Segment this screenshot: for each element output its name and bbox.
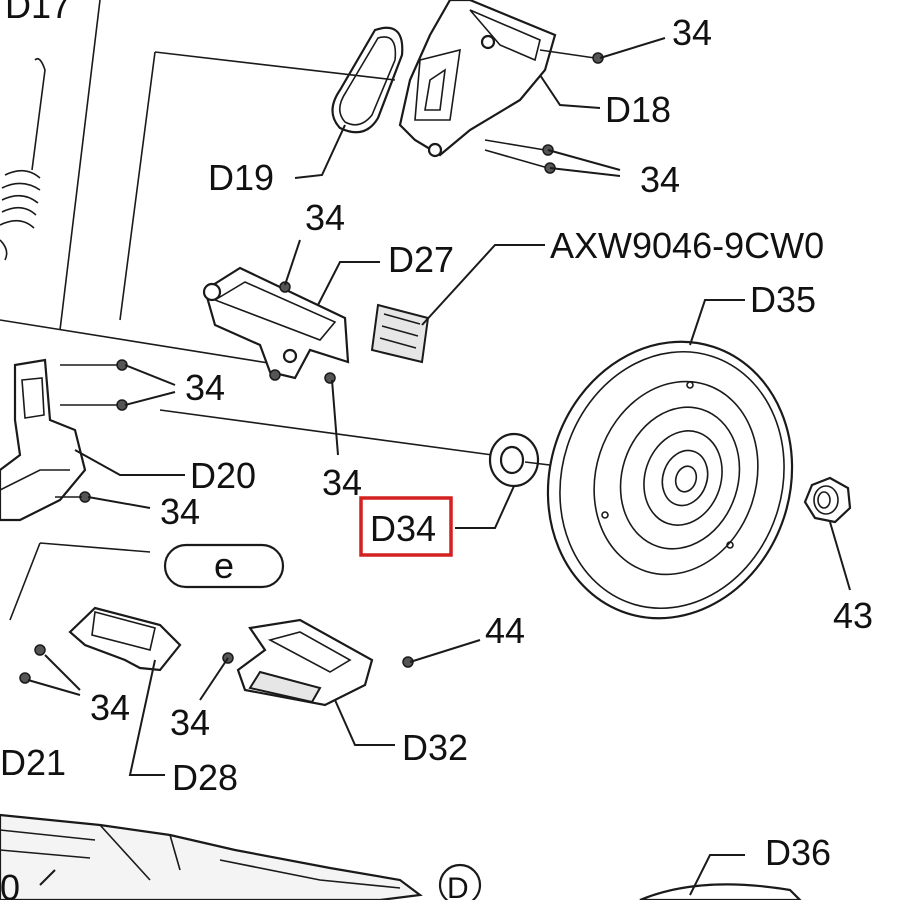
label-43: 43 — [833, 595, 873, 636]
nut-43 — [803, 476, 852, 524]
label-e: e — [214, 545, 234, 586]
label-d17: D17 — [5, 0, 71, 26]
label-pill-e — [163, 543, 285, 589]
frame-guide-line-lower — [9, 542, 151, 621]
label-34-d28-left: 34 — [90, 687, 130, 728]
label-d36: D36 — [765, 832, 831, 873]
label-d20: D20 — [190, 455, 256, 496]
label-34-d28-right: 34 — [170, 702, 210, 743]
label-34-d18-screws: 34 — [640, 159, 680, 200]
label-d28: D28 — [172, 757, 238, 798]
highlight-box-d34 — [359, 496, 453, 557]
bracket-d28 — [19, 606, 234, 684]
circled-marker-d — [438, 863, 482, 900]
label-axw9046: AXW9046-9CW0 — [550, 225, 824, 266]
label-d34: D34 — [370, 508, 436, 549]
label-34-top-right: 34 — [672, 12, 712, 53]
label-d35: D35 — [750, 279, 816, 320]
disc-d35 — [546, 340, 794, 620]
label-d32: D32 — [402, 727, 468, 768]
label-d21: D21 — [0, 742, 66, 783]
bracket-d27 — [202, 266, 350, 384]
reference-line — [0, 319, 501, 457]
label-d19: D19 — [208, 157, 274, 198]
spring-part — [0, 57, 46, 261]
duct-housing-d18 — [398, 0, 557, 158]
label-d27: D27 — [388, 239, 454, 280]
label-circled-d: D — [447, 872, 469, 900]
label-34-center: 34 — [322, 462, 362, 503]
leader-lines — [27, 37, 851, 896]
bracket-d32 — [236, 618, 414, 707]
label-d18: D18 — [605, 89, 671, 130]
part-d36-edge — [639, 883, 802, 900]
label-34-d20-lower: 34 — [160, 491, 200, 532]
label-44: 44 — [485, 610, 525, 651]
label-34-d20-upper: 34 — [185, 367, 225, 408]
washer-d34 — [488, 432, 540, 488]
gasket-ring-d19 — [331, 26, 404, 134]
label-34-d27-top: 34 — [305, 197, 345, 238]
bottom-rail — [0, 813, 423, 900]
label-edge-0: 0 — [0, 867, 20, 900]
pad-axw9046 — [370, 303, 430, 364]
support-bracket-d20 — [0, 358, 128, 522]
